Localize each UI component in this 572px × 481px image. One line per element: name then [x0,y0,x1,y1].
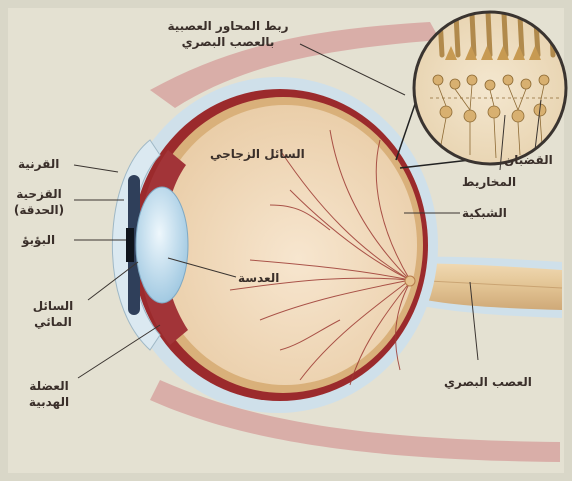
label-aqueous-line1: السائل [24,298,82,314]
label-axon-connection: ربط المحاور العصبية بالعصب البصري [140,18,316,50]
label-aqueous-humor: السائل المائي [24,298,82,330]
label-iris-line2: (الحدقة) [8,202,70,218]
label-rods: القضبان [504,152,553,168]
label-ciliary-line2: الهدبية [18,394,80,410]
label-vitreous-humor: السائل الزجاجي [210,146,305,162]
label-cornea: القرنية [18,156,59,172]
label-pupil: البؤبؤ [22,232,55,248]
label-iris-line1: القزحية [8,186,70,202]
optic-disc [405,276,415,286]
label-axons-line1: ربط المحاور العصبية [140,18,316,34]
pupil [126,228,134,262]
label-ciliary-line1: العضلة [18,378,80,394]
label-aqueous-line2: المائي [24,314,82,330]
label-axons-line2: بالعصب البصري [140,34,316,50]
label-optic-nerve: العصب البصري [444,374,532,390]
label-ciliary-muscle: العضلة الهدبية [18,378,80,410]
label-lens: العدسة [238,270,279,286]
lens [136,187,188,303]
label-cones: المخاريط [462,174,516,190]
label-retina: الشبكية [462,205,507,221]
label-iris: القزحية (الحدقة) [8,186,70,218]
